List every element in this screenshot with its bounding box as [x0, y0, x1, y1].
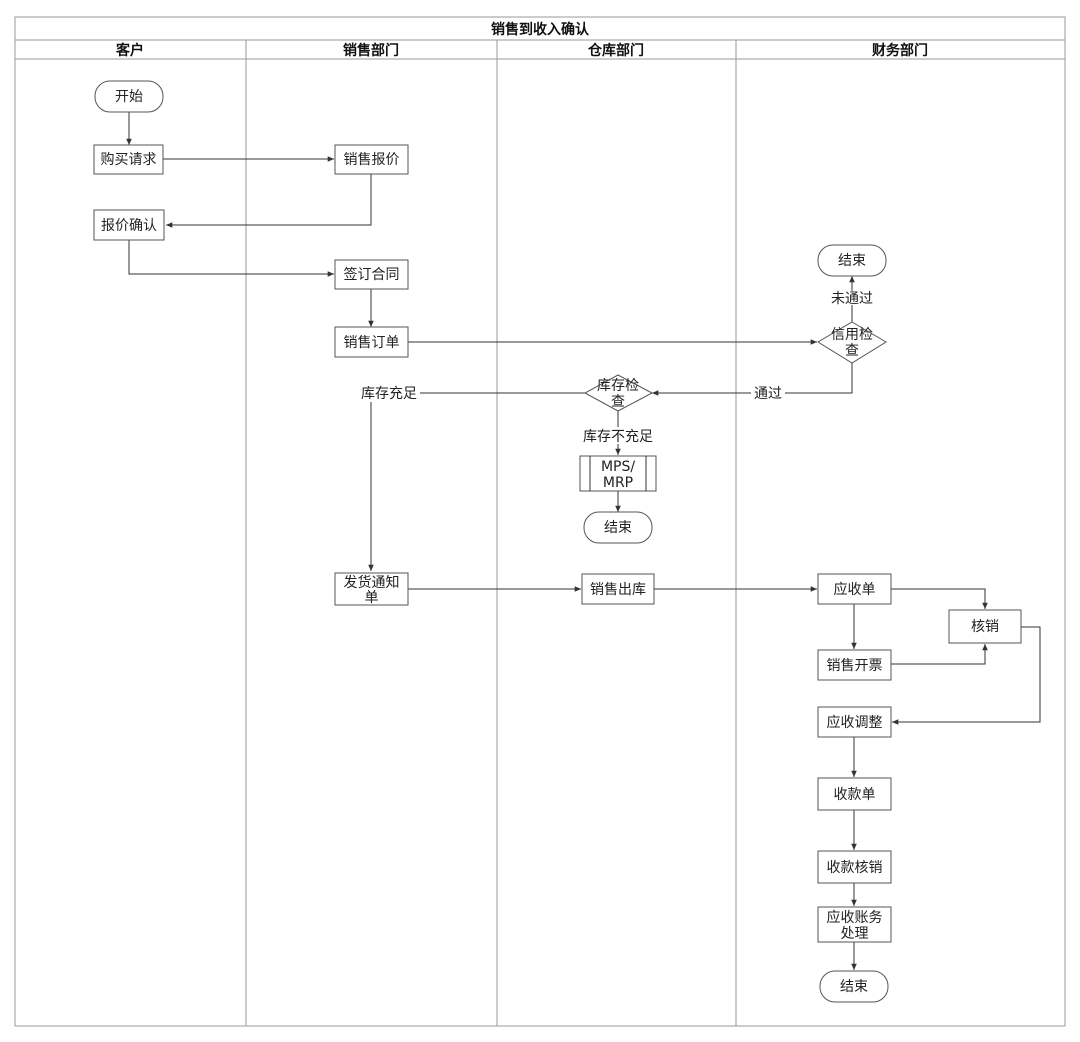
svg-text:收款核销: 收款核销 — [827, 860, 883, 876]
node-sales-quote: 销售报价 — [334, 144, 409, 175]
edge-label-stock-insufficient: 库存不充足 — [583, 429, 653, 445]
svg-text:发货通知: 发货通知 — [344, 574, 400, 591]
svg-text:核销: 核销 — [971, 619, 999, 635]
svg-text:MRP: MRP — [603, 475, 633, 491]
svg-text:销售订单: 销售订单 — [344, 335, 400, 351]
svg-text:结束: 结束 — [840, 979, 868, 995]
svg-text:签订合同: 签订合同 — [344, 266, 400, 283]
pool-title: 销售到收入确认 — [491, 21, 590, 38]
node-receipt: 收款单 — [817, 777, 892, 811]
node-receivable-adjust: 应收调整 — [817, 706, 892, 738]
pool-frame — [14, 16, 1066, 1027]
edge-quote-to-confirm — [166, 174, 372, 228]
node-ar-processing: 应收账务 处理 — [817, 906, 892, 943]
lane-header-finance: 财务部门 — [871, 42, 928, 59]
node-sign-contract: 签订合同 — [334, 259, 409, 290]
svg-text:应收调整: 应收调整 — [827, 714, 883, 731]
lane-header-warehouse: 仓库部门 — [587, 42, 644, 59]
node-sales-outbound: 销售出库 — [581, 573, 655, 605]
svg-text:报价确认: 报价确认 — [101, 218, 157, 234]
svg-text:销售报价: 销售报价 — [344, 152, 400, 168]
edge-label-stock-sufficient: 库存充足 — [361, 386, 417, 402]
node-quote-confirm: 报价确认 — [93, 209, 165, 241]
node-credit-check: 信用检 查 — [817, 321, 887, 364]
svg-text:结束: 结束 — [604, 520, 632, 536]
svg-text:销售开票: 销售开票 — [827, 658, 883, 674]
svg-text:库存检: 库存检 — [597, 378, 639, 394]
svg-text:购买请求: 购买请求 — [101, 152, 157, 168]
node-ship-notice: 发货通知 单 — [334, 572, 409, 606]
node-receipt-writeoff: 收款核销 — [817, 850, 892, 884]
node-mps-mrp: MPS/ MRP — [579, 455, 657, 492]
node-stock-check: 库存检 查 — [583, 374, 654, 412]
edges — [126, 112, 1041, 970]
svg-text:应收账务: 应收账务 — [827, 909, 883, 926]
svg-text:处理: 处理 — [841, 926, 869, 942]
svg-text:MPS/: MPS/ — [601, 459, 635, 475]
edge-writeoff-to-adjust — [892, 626, 1041, 725]
node-start: 开始 — [94, 80, 164, 113]
svg-text:开始: 开始 — [115, 89, 143, 105]
edge-credit-pass-a — [785, 363, 853, 394]
edge-label-not-passed: 未通过 — [831, 291, 873, 307]
lane-header-customer: 客户 — [115, 42, 144, 59]
svg-text:查: 查 — [611, 394, 625, 410]
node-end-final: 结束 — [819, 970, 889, 1003]
node-write-off: 核销 — [948, 609, 1022, 644]
svg-text:结束: 结束 — [838, 253, 866, 269]
svg-text:单: 单 — [365, 590, 379, 606]
node-purchase-request: 购买请求 — [93, 144, 164, 175]
node-sales-order: 销售订单 — [334, 326, 409, 358]
node-end-mps: 结束 — [583, 511, 653, 544]
lane-header-sales: 销售部门 — [343, 42, 399, 59]
edge-receivable-to-writeoff — [891, 588, 988, 609]
node-sales-invoice: 销售开票 — [817, 649, 892, 681]
edge-invoice-to-writeoff — [891, 644, 988, 665]
node-receivable: 应收单 — [817, 573, 892, 605]
node-end-credit: 结束 — [817, 244, 887, 277]
svg-text:收款单: 收款单 — [834, 787, 876, 803]
svg-text:查: 查 — [845, 343, 859, 359]
edge-confirm-to-contract — [128, 240, 334, 277]
edge-label-passed: 通过 — [754, 386, 782, 402]
svg-text:应收单: 应收单 — [834, 581, 876, 598]
svg-text:信用检: 信用检 — [831, 327, 873, 343]
svg-text:销售出库: 销售出库 — [590, 582, 646, 598]
